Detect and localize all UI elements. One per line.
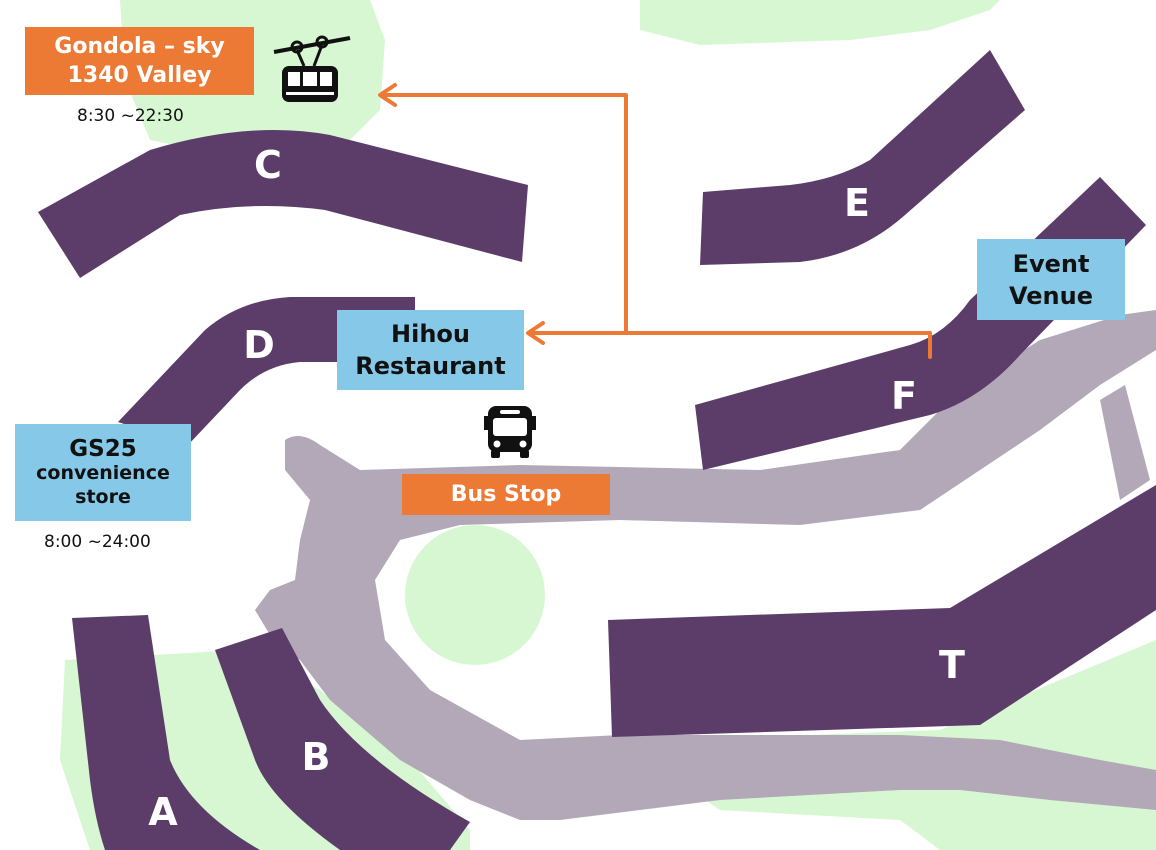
building-b-label: B	[302, 735, 331, 779]
convenience-hours: 8:00 ~24:00	[44, 532, 151, 552]
building-a-label: A	[148, 790, 178, 834]
restaurant-line1: Hihou	[391, 320, 470, 348]
event-venue-label[interactable]: Event Venue	[977, 239, 1125, 320]
main-road	[255, 310, 1156, 820]
convenience-line2: convenience	[36, 461, 170, 484]
event-venue-line2: Venue	[1009, 281, 1093, 310]
roads	[255, 310, 1156, 820]
convenience-line3: store	[75, 485, 131, 508]
side-road-lower	[635, 735, 668, 805]
bus-stop-label[interactable]: Bus Stop	[402, 474, 610, 515]
event-venue-line1: Event	[1012, 249, 1090, 278]
restaurant-label[interactable]: Hihou Restaurant	[337, 310, 524, 390]
bus-stop-text: Bus Stop	[450, 482, 562, 507]
gondola-label-line2: 1340 Valley	[67, 63, 212, 88]
building-c	[38, 130, 528, 278]
gondola-icon	[273, 35, 351, 102]
arrowhead-restaurant	[526, 321, 545, 345]
building-letters: C D E F T A B	[148, 143, 965, 834]
building-d-label: D	[243, 323, 275, 367]
convenience-store-label[interactable]: GS25 convenience store	[15, 424, 191, 521]
green-area-top-right	[640, 0, 1000, 45]
building-c-label: C	[254, 143, 282, 187]
building-f-label: F	[891, 374, 917, 418]
building-a	[72, 615, 260, 850]
building-t-label: T	[939, 643, 965, 687]
convenience-line1: GS25	[69, 435, 137, 462]
arrowhead-gondola	[378, 83, 397, 107]
route-arrows	[378, 83, 932, 359]
gondola-label-line1: Gondola – sky	[54, 34, 225, 59]
building-t	[608, 485, 1156, 737]
restaurant-line2: Restaurant	[355, 352, 506, 380]
roundabout-green	[405, 525, 545, 665]
gondola-hours: 8:30 ~22:30	[77, 106, 184, 126]
gondola-label[interactable]: Gondola – sky 1340 Valley	[25, 27, 254, 95]
building-e-label: E	[844, 181, 870, 225]
building-b	[215, 628, 470, 850]
bus-icon	[484, 406, 536, 458]
side-road-right	[1100, 385, 1150, 500]
building-e	[700, 50, 1025, 265]
